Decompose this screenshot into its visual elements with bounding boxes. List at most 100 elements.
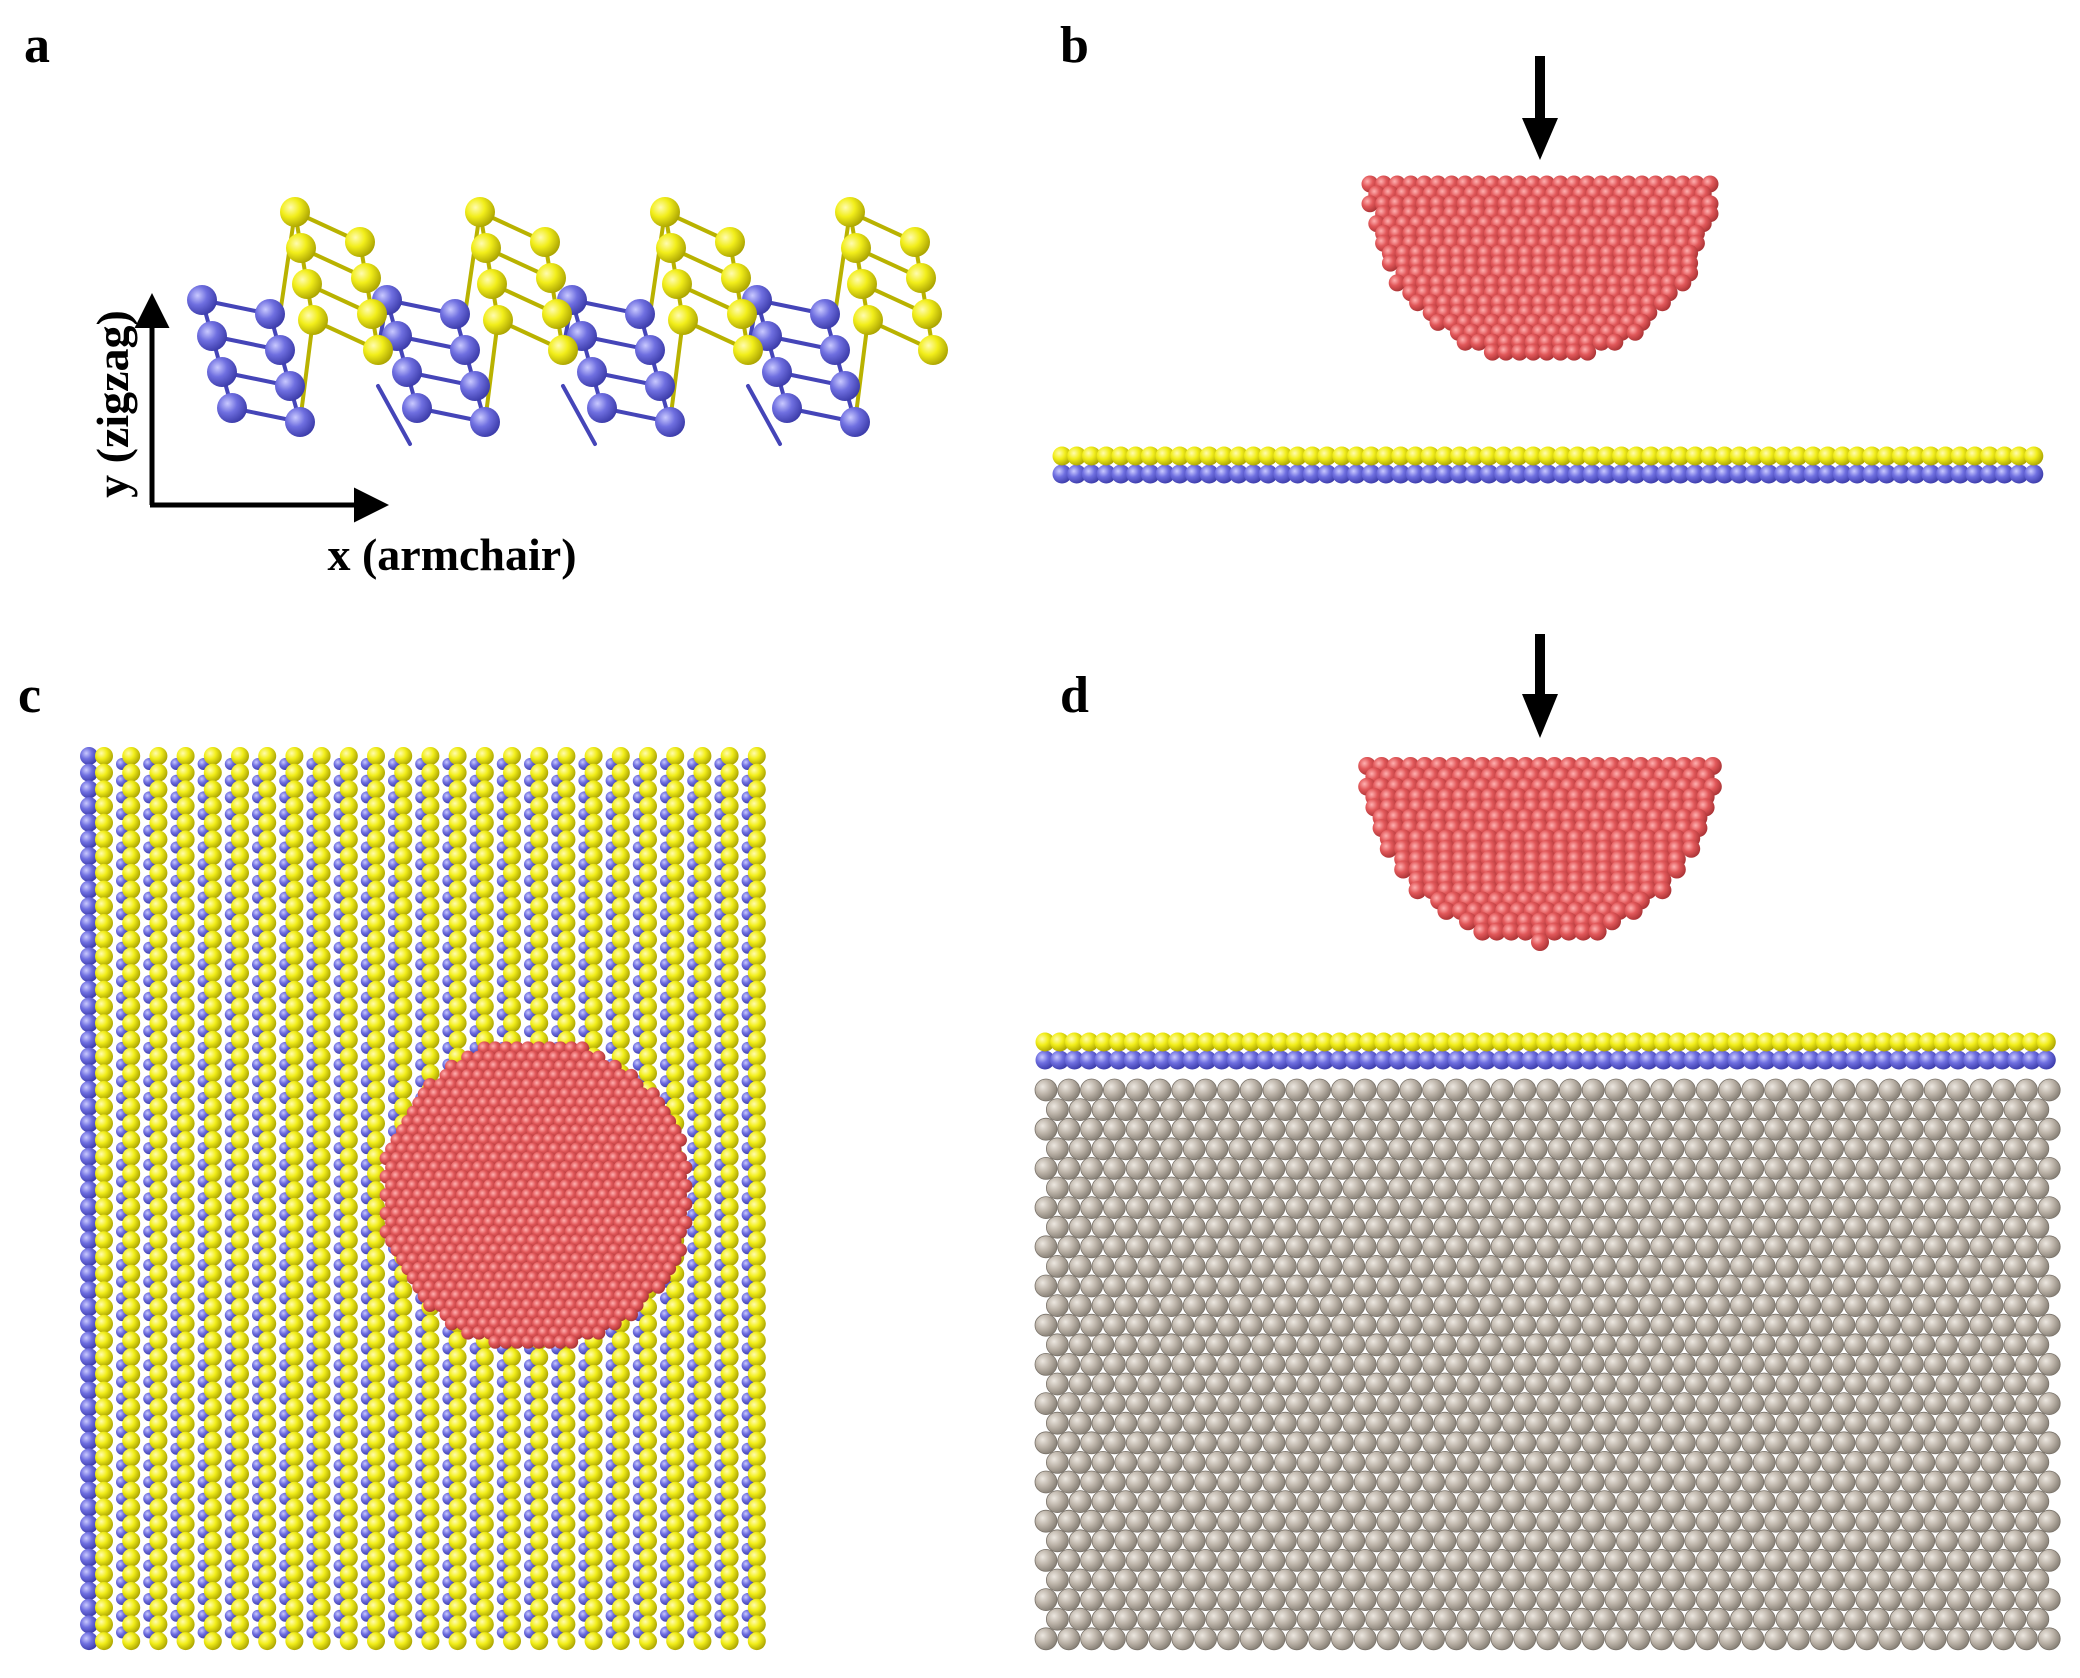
substrate-atom: [1536, 1078, 1559, 1102]
substrate-atom: [1331, 1078, 1354, 1102]
substrate-atom: [1559, 1235, 1582, 1259]
sheet-atom-blue: [1877, 464, 1897, 484]
substrate-atom: [1251, 1137, 1274, 1161]
panel-d-substrate: [1034, 1078, 2061, 1651]
sheet-atom-yellow: [285, 1281, 304, 1300]
sheet-atom-yellow: [122, 747, 141, 765]
substrate-atom: [1046, 1176, 1069, 1200]
substrate-atom: [1969, 1235, 1993, 1259]
sheet-atom-yellow: [312, 1565, 331, 1584]
sheet-atom-yellow: [475, 1465, 494, 1484]
sheet-atom-yellow: [203, 947, 222, 966]
substrate-atom: [1992, 1078, 2015, 1102]
sheet-atom-yellow: [1405, 446, 1425, 466]
sheet-atom-blue: [80, 1231, 98, 1250]
substrate-atom: [1103, 1157, 1126, 1180]
sheet-atom-blue: [80, 1431, 98, 1450]
sheet-atom-blue: [1641, 464, 1661, 484]
sheet-atom-yellow: [747, 1582, 766, 1600]
sheet-atom-blue: [1140, 464, 1160, 484]
substrate-atom: [1730, 1215, 1753, 1239]
phosphorus-atom-blue: [635, 335, 665, 365]
sheet-atom-yellow: [258, 897, 277, 916]
substrate-atom: [1205, 1255, 1229, 1278]
sheet-atom-yellow: [448, 1381, 467, 1400]
sheet-atom-yellow: [258, 1298, 277, 1317]
sheet-atom-yellow: [557, 880, 576, 899]
sheet-atom-yellow: [339, 797, 358, 816]
substrate-atom: [1399, 1157, 1423, 1180]
substrate-atom: [1502, 1215, 1525, 1239]
sheet-atom-yellow: [693, 1147, 712, 1166]
substrate-atom: [1388, 1098, 1411, 1121]
sheet-atom-yellow: [720, 1398, 739, 1417]
substrate-atom: [1217, 1157, 1240, 1180]
substrate-atom: [1034, 1117, 1058, 1141]
substrate-atom: [1262, 1196, 1286, 1219]
sheet-atom-yellow: [122, 1615, 141, 1634]
phosphorus-atom-blue: [217, 393, 247, 423]
sheet-atom-blue: [1376, 464, 1396, 484]
sheet-atom-yellow: [339, 1281, 358, 1300]
substrate-atom: [1422, 1157, 1445, 1180]
sheet-atom-yellow: [258, 1582, 277, 1600]
sheet-atom-blue: [80, 830, 98, 849]
sheet-atom-yellow: [1847, 446, 1867, 466]
substrate-atom: [1125, 1117, 1149, 1141]
sheet-atom-yellow: [1081, 446, 1101, 466]
substrate-atom: [1171, 1117, 1195, 1141]
sheet-atom-yellow: [312, 847, 331, 866]
sheet-atom-yellow: [693, 1097, 712, 1116]
sheet-atom-yellow: [584, 847, 603, 866]
substrate-atom: [1148, 1157, 1172, 1180]
substrate-atom: [1673, 1078, 1696, 1102]
substrate-atom: [1969, 1078, 1993, 1102]
sheet-atom-yellow: [339, 847, 358, 866]
substrate-atom: [1057, 1235, 1081, 1259]
sheet-atom-yellow: [231, 1231, 249, 1250]
substrate-atom: [1889, 1215, 1913, 1239]
substrate-atom: [1787, 1235, 1810, 1259]
tip-atom: [1551, 343, 1569, 361]
sheet-atom-yellow: [693, 1030, 712, 1049]
substrate-atom: [1707, 1098, 1730, 1121]
sheet-atom-yellow: [720, 1214, 739, 1233]
substrate-atom: [1125, 1078, 1149, 1102]
sheet-atom-yellow: [747, 1565, 766, 1584]
sheet-atom-yellow: [747, 1515, 766, 1534]
substrate-atom: [1410, 1098, 1434, 1121]
sheet-atom-yellow: [203, 1598, 222, 1617]
sheet-atom-yellow: [448, 1498, 467, 1517]
sheet-atom-blue: [1950, 464, 1970, 484]
sheet-atom-yellow: [339, 1181, 358, 1200]
sheet-atom-yellow: [747, 797, 766, 816]
sheet-atom-yellow: [720, 813, 739, 832]
phosphorus-atom-yellow: [548, 335, 578, 365]
substrate-atom: [1980, 1176, 2004, 1200]
substrate-atom: [1490, 1117, 1514, 1141]
sheet-atom-yellow: [1950, 446, 1970, 466]
substrate-atom: [1376, 1117, 1400, 1141]
sheet-atom-yellow: [176, 964, 195, 983]
bond: [668, 318, 685, 424]
sheet-atom-yellow: [503, 964, 521, 983]
sheet-atom-yellow: [421, 1548, 440, 1567]
sheet-atom-yellow: [95, 1030, 113, 1049]
sheet-atom-yellow: [557, 747, 576, 765]
phosphorus-atom-yellow: [542, 299, 572, 329]
sheet-atom-yellow: [611, 1348, 630, 1367]
sheet-atom-yellow: [611, 1481, 630, 1500]
substrate-atom: [1160, 1255, 1183, 1278]
sheet-atom-yellow: [149, 1398, 168, 1417]
substrate-atom: [1114, 1176, 1138, 1200]
sheet-atom-yellow: [530, 830, 549, 849]
phosphorus-atom-yellow: [906, 263, 936, 293]
sheet-atom-yellow: [312, 1448, 331, 1467]
sheet-atom-yellow: [720, 1515, 739, 1534]
substrate-atom: [1923, 1196, 1947, 1219]
sheet-atom-yellow: [1921, 446, 1941, 466]
sheet-atom-blue: [80, 1298, 98, 1317]
sheet-atom-yellow: [421, 980, 440, 999]
sheet-atom-yellow: [231, 1531, 249, 1550]
sheet-atom-yellow: [557, 1548, 576, 1567]
